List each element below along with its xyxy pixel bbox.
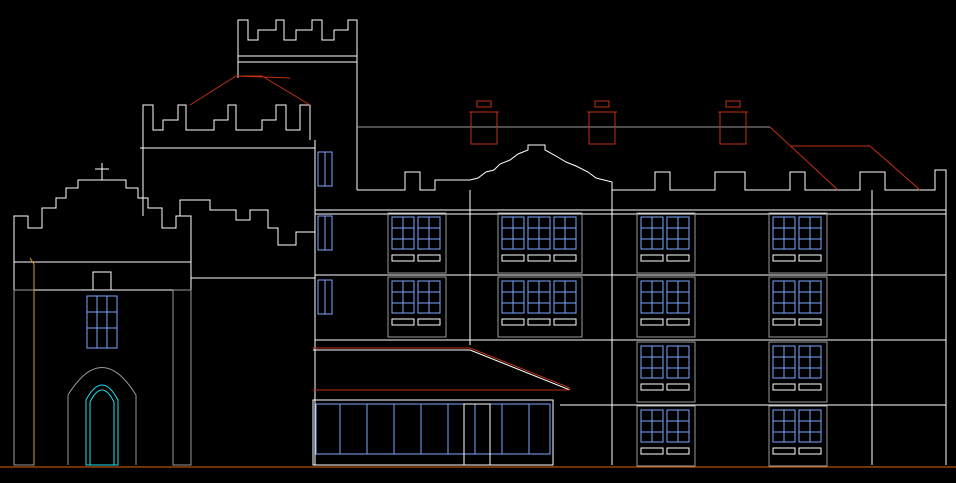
window <box>391 280 415 326</box>
window-bay <box>636 341 696 403</box>
window <box>640 216 664 262</box>
window <box>501 280 525 326</box>
window <box>772 345 796 391</box>
middle-block <box>140 75 315 279</box>
window <box>527 216 551 262</box>
main-block <box>314 100 947 467</box>
window-sill-panel <box>798 318 822 326</box>
window <box>640 345 664 391</box>
window-sill-panel <box>640 254 664 262</box>
window-sill-panel <box>527 254 551 262</box>
window-bay <box>497 276 583 338</box>
window-sill-panel <box>666 383 690 391</box>
conservatory <box>312 347 571 466</box>
window-sill-panel <box>417 318 441 326</box>
window-bay <box>387 212 447 274</box>
chapel <box>13 163 192 466</box>
window <box>798 409 822 455</box>
window-sill-panel <box>391 318 415 326</box>
window <box>798 280 822 326</box>
window <box>666 216 690 262</box>
window <box>640 409 664 455</box>
window-sill-panel <box>772 254 796 262</box>
window <box>417 280 441 326</box>
window-sill-panel <box>417 254 441 262</box>
window <box>798 345 822 391</box>
chimney-pot <box>476 100 492 108</box>
window-bay <box>768 276 828 338</box>
chimney <box>588 111 616 145</box>
conservatory-door <box>463 403 491 466</box>
window <box>772 409 796 455</box>
window-sill-panel <box>798 383 822 391</box>
window-sill-panel <box>772 318 796 326</box>
window <box>391 216 415 262</box>
window-sill-panel <box>553 318 577 326</box>
chimney <box>470 111 498 145</box>
window-sill-panel <box>772 383 796 391</box>
window-bay <box>636 212 696 274</box>
window-sill-panel <box>391 254 415 262</box>
window-sill-panel <box>666 447 690 455</box>
window <box>772 280 796 326</box>
window <box>527 280 551 326</box>
window <box>772 216 796 262</box>
window <box>798 216 822 262</box>
window <box>553 216 577 262</box>
window-sill-panel <box>666 318 690 326</box>
window-bay <box>768 212 828 274</box>
window <box>640 280 664 326</box>
chimney-pot <box>725 100 741 108</box>
window-sill-panel <box>798 447 822 455</box>
window <box>666 280 690 326</box>
window-bay <box>768 341 828 403</box>
chimney-pot <box>594 100 610 108</box>
window-bay <box>636 405 696 467</box>
window <box>553 280 577 326</box>
window-sill-panel <box>553 254 577 262</box>
window-sill-panel <box>640 383 664 391</box>
window <box>666 409 690 455</box>
window <box>501 216 525 262</box>
window-bay <box>497 212 583 274</box>
window-sill-panel <box>640 318 664 326</box>
window-sill-panel <box>666 254 690 262</box>
window-sill-panel <box>772 447 796 455</box>
window-sill-panel <box>640 447 664 455</box>
window-bay <box>636 276 696 338</box>
window-sill-panel <box>501 254 525 262</box>
chimney <box>719 111 747 145</box>
window-sill-panel <box>798 254 822 262</box>
window-bay <box>387 276 447 338</box>
window <box>666 345 690 391</box>
tower <box>237 19 358 190</box>
window-bay <box>768 405 828 467</box>
window-sill-panel <box>501 318 525 326</box>
window-sill-panel <box>527 318 551 326</box>
window <box>417 216 441 262</box>
